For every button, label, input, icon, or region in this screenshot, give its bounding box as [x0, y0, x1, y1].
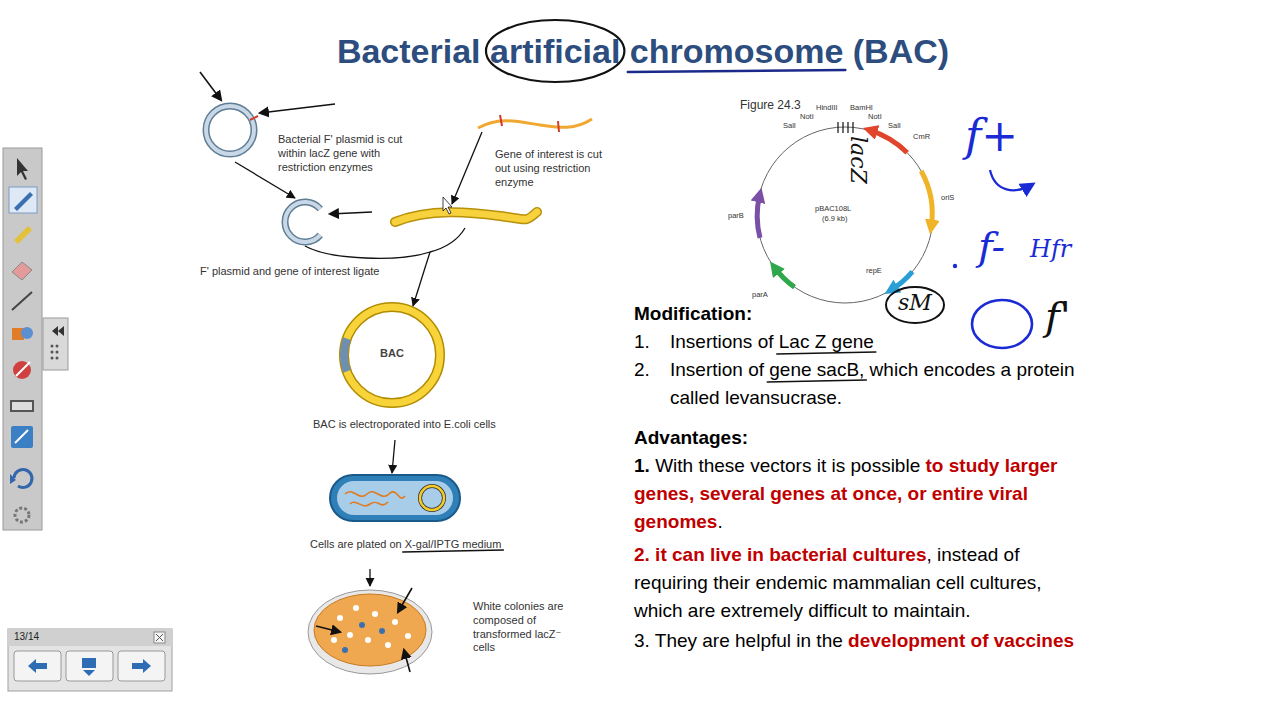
slide-counter: 13/14 — [14, 631, 39, 642]
pbac-plasmid-map — [757, 122, 933, 303]
heading-row: Modification: — [634, 300, 1086, 328]
gene-label: oriS — [941, 193, 954, 202]
heading-row: Advantages: — [634, 424, 1086, 452]
gene-label: parA — [752, 290, 768, 299]
handwritten-note: lacZ — [846, 136, 870, 184]
section-heading: Modification: — [634, 300, 1086, 328]
petri-dish-drawing — [308, 590, 432, 674]
hand-underline — [403, 550, 504, 552]
process-step: Bacterial F' plasmid is cut within lacZ … — [200, 100, 437, 187]
flow-arrow — [452, 132, 482, 204]
process-step: Gene of interest is cut out using restri… — [470, 110, 607, 202]
paragraph: 3. They are helpful in thedevelopment of… — [634, 627, 1086, 655]
list-row: 2.Insertion of gene sacB, which encodes … — [634, 356, 1086, 412]
gene-label: CmR — [913, 132, 930, 141]
plasmid-name: pBAC108L — [815, 204, 851, 213]
handwritten-note: Hfr — [1030, 236, 1071, 262]
list-number: 1. — [634, 328, 670, 356]
e-coli-cell-drawing — [330, 475, 460, 521]
f-plasmid-drawing — [206, 106, 258, 154]
site-label: NotI — [868, 112, 882, 121]
process-step: F' plasmid and gene of interest ligate — [195, 195, 542, 287]
gene-label: repE — [866, 266, 882, 275]
hand-underline — [767, 380, 866, 382]
step-caption: Gene of interest is cut out using restri… — [495, 148, 603, 189]
list-number: 2. — [634, 356, 670, 412]
process-step: BAC BAC is electroporated into E.coli cel… — [313, 300, 530, 437]
flow-arrow — [392, 440, 395, 473]
list-text: Insertion of gene sacB, which encodes a … — [670, 356, 1086, 412]
slide-title: Bacterial artificial chromosome (BAC) — [140, 32, 1146, 71]
step-caption: BAC is electroporated into E.coli cells — [313, 418, 528, 432]
plasmid-size: (6.9 kb) — [822, 214, 847, 223]
gene-fragment-drawing — [478, 115, 592, 132]
handwritten-note: sM — [898, 291, 932, 315]
body-text: . — [717, 511, 722, 532]
hand-underline — [628, 70, 846, 72]
paragraph: 2. it can live in bacterial cultures, in… — [634, 541, 1086, 625]
step-caption: Cells are plated on X-gal/IPTG medium — [310, 538, 540, 552]
site-label: NotI — [800, 112, 814, 121]
figure-number: Figure 24.3 — [740, 98, 801, 112]
highlight-text: 2. it can live in bacterial cultures — [634, 544, 927, 565]
list-number: 1. — [634, 455, 650, 476]
site-label: BamHI — [850, 103, 873, 112]
section-heading: Advantages: — [634, 424, 1086, 452]
body-text: With these vectors it is possible — [655, 455, 920, 476]
text-column: Modification: 1.Insertions of Lac Z gene… — [634, 300, 1086, 655]
highlight-text: development of vaccines — [848, 630, 1074, 651]
cut-plasmid-and-gene-drawing — [285, 202, 537, 258]
handwritten-note: f- — [978, 224, 1005, 268]
process-step: Cells are plated on X-gal/IPTG medium — [305, 470, 547, 562]
site-label: SalI — [783, 121, 796, 130]
site-label: HindIII — [816, 103, 838, 112]
paragraph: 1.With these vectors it is possibleto st… — [634, 452, 1086, 536]
flow-arrow — [369, 569, 370, 586]
step-caption: Bacterial F' plasmid is cut within lacZ … — [278, 133, 418, 174]
annotation-toolbar — [3, 148, 68, 530]
flow-arrow — [413, 252, 430, 306]
handwritten-notes — [886, 170, 1033, 348]
hand-underline — [777, 352, 876, 354]
bac-plasmid-drawing — [344, 307, 440, 403]
list-row: 1.Insertions of Lac Z gene — [634, 328, 1086, 356]
process-step: White colonies are composed of transform… — [305, 580, 587, 692]
gene-label: parB — [728, 211, 744, 220]
step-caption: White colonies are composed of transform… — [473, 600, 575, 655]
list-text: Insertions of Lac Z gene — [670, 328, 874, 356]
handwritten-note: f+ — [965, 112, 1018, 160]
body-text: 3. They are helpful in the — [634, 630, 843, 651]
handwritten-arrows — [200, 72, 452, 672]
step-caption: BAC — [362, 347, 422, 361]
step-caption: F' plasmid and gene of interest ligate — [200, 265, 415, 279]
site-label: SalI — [888, 121, 901, 130]
handwritten-note: f' — [1045, 294, 1071, 338]
slide-navigator — [8, 629, 172, 691]
